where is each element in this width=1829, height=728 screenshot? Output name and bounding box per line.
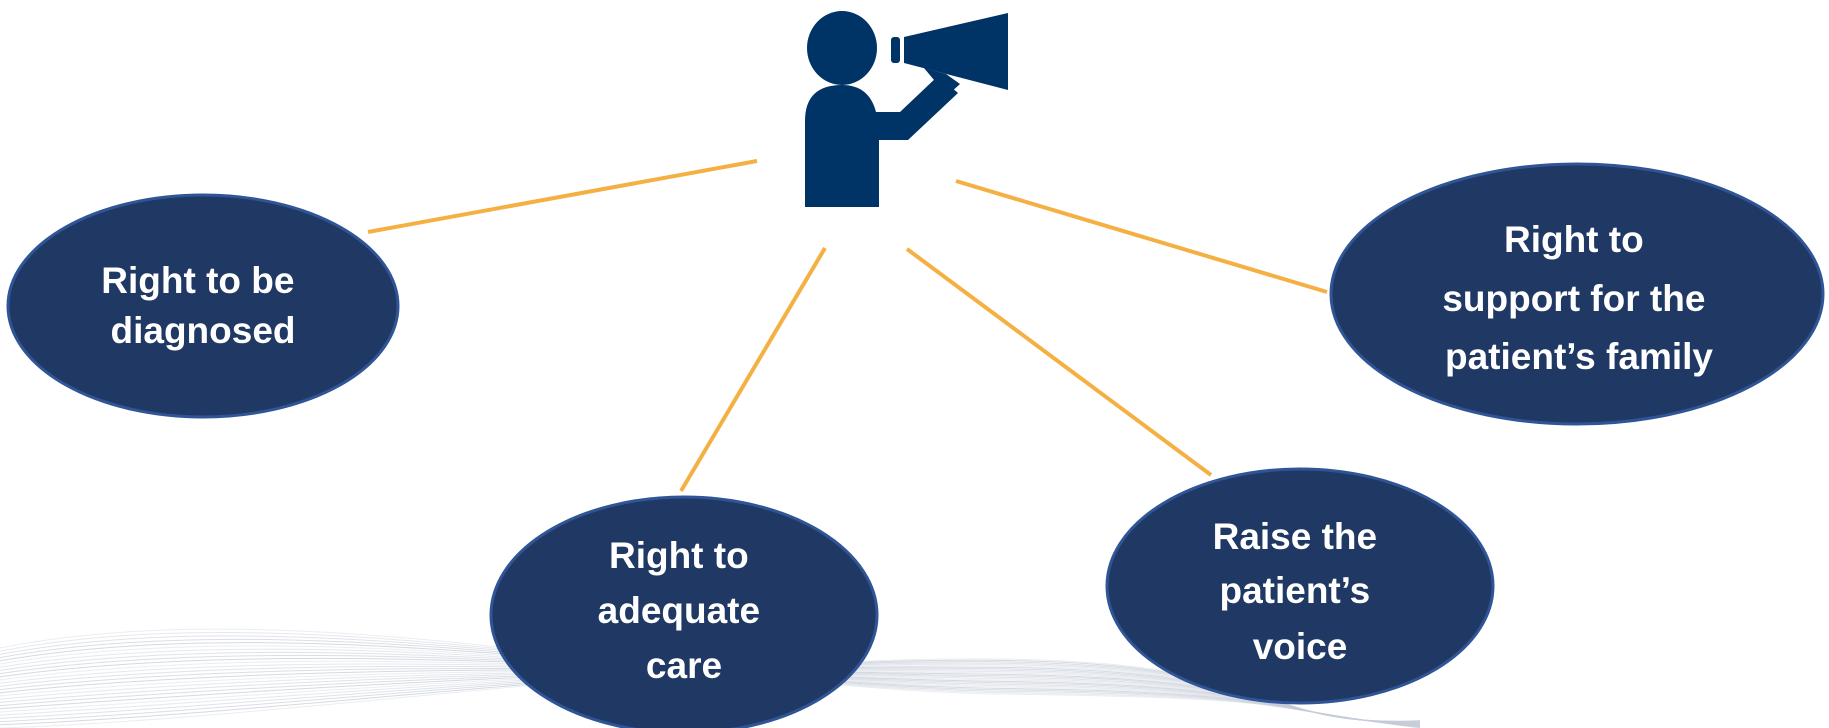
- node-patient-voice-line-3: voice: [1253, 626, 1348, 667]
- node-adequate-care-line-2: adequate: [598, 590, 760, 631]
- node-patient-voice: Raise the patient’s voice: [1105, 467, 1495, 705]
- node-adequate-care-bubble: [489, 495, 879, 728]
- decorative-wave-lines: [0, 628, 1421, 728]
- node-patient-voice-line-2: patient’s: [1219, 570, 1370, 611]
- wave-line: [0, 658, 1421, 728]
- node-diagnosed-label: Right to be diagnosed: [101, 260, 304, 351]
- node-diagnosed-line-2: diagnosed: [110, 310, 295, 351]
- node-family-support-bubble: [1329, 162, 1825, 426]
- person-with-megaphone-icon: [805, 11, 1008, 207]
- node-adequate-care: Right to adequate care: [489, 495, 879, 728]
- connector-adequate-care: [679, 246, 827, 493]
- node-adequate-care-label: Right to adequate care: [598, 535, 771, 686]
- connector-patient-voice: [905, 247, 1213, 477]
- node-diagnosed-line-1: Right to be: [101, 260, 294, 301]
- node-patient-voice-bubble: [1105, 467, 1495, 705]
- node-family-support-line-2: support for the: [1442, 278, 1705, 319]
- node-adequate-care-line-1: Right to: [609, 535, 749, 576]
- wave-line: [0, 659, 1421, 726]
- node-family-support-label: Right to support for the patient’s famil…: [1442, 219, 1715, 377]
- connector-family-support: [955, 179, 1328, 294]
- node-patient-voice-line-1: Raise the: [1213, 516, 1378, 557]
- connectors: [367, 159, 1328, 493]
- node-patient-voice-label: Raise the patient’s voice: [1213, 516, 1388, 667]
- node-adequate-care-line-3: care: [646, 645, 722, 686]
- node-family-support: Right to support for the patient’s famil…: [1329, 162, 1825, 426]
- node-family-support-line-3: patient’s family: [1445, 336, 1713, 377]
- node-diagnosed-bubble: [6, 193, 400, 419]
- connector-diagnosed: [367, 159, 758, 234]
- node-diagnosed: Right to be diagnosed: [6, 193, 400, 419]
- node-family-support-line-1: Right to: [1504, 219, 1644, 260]
